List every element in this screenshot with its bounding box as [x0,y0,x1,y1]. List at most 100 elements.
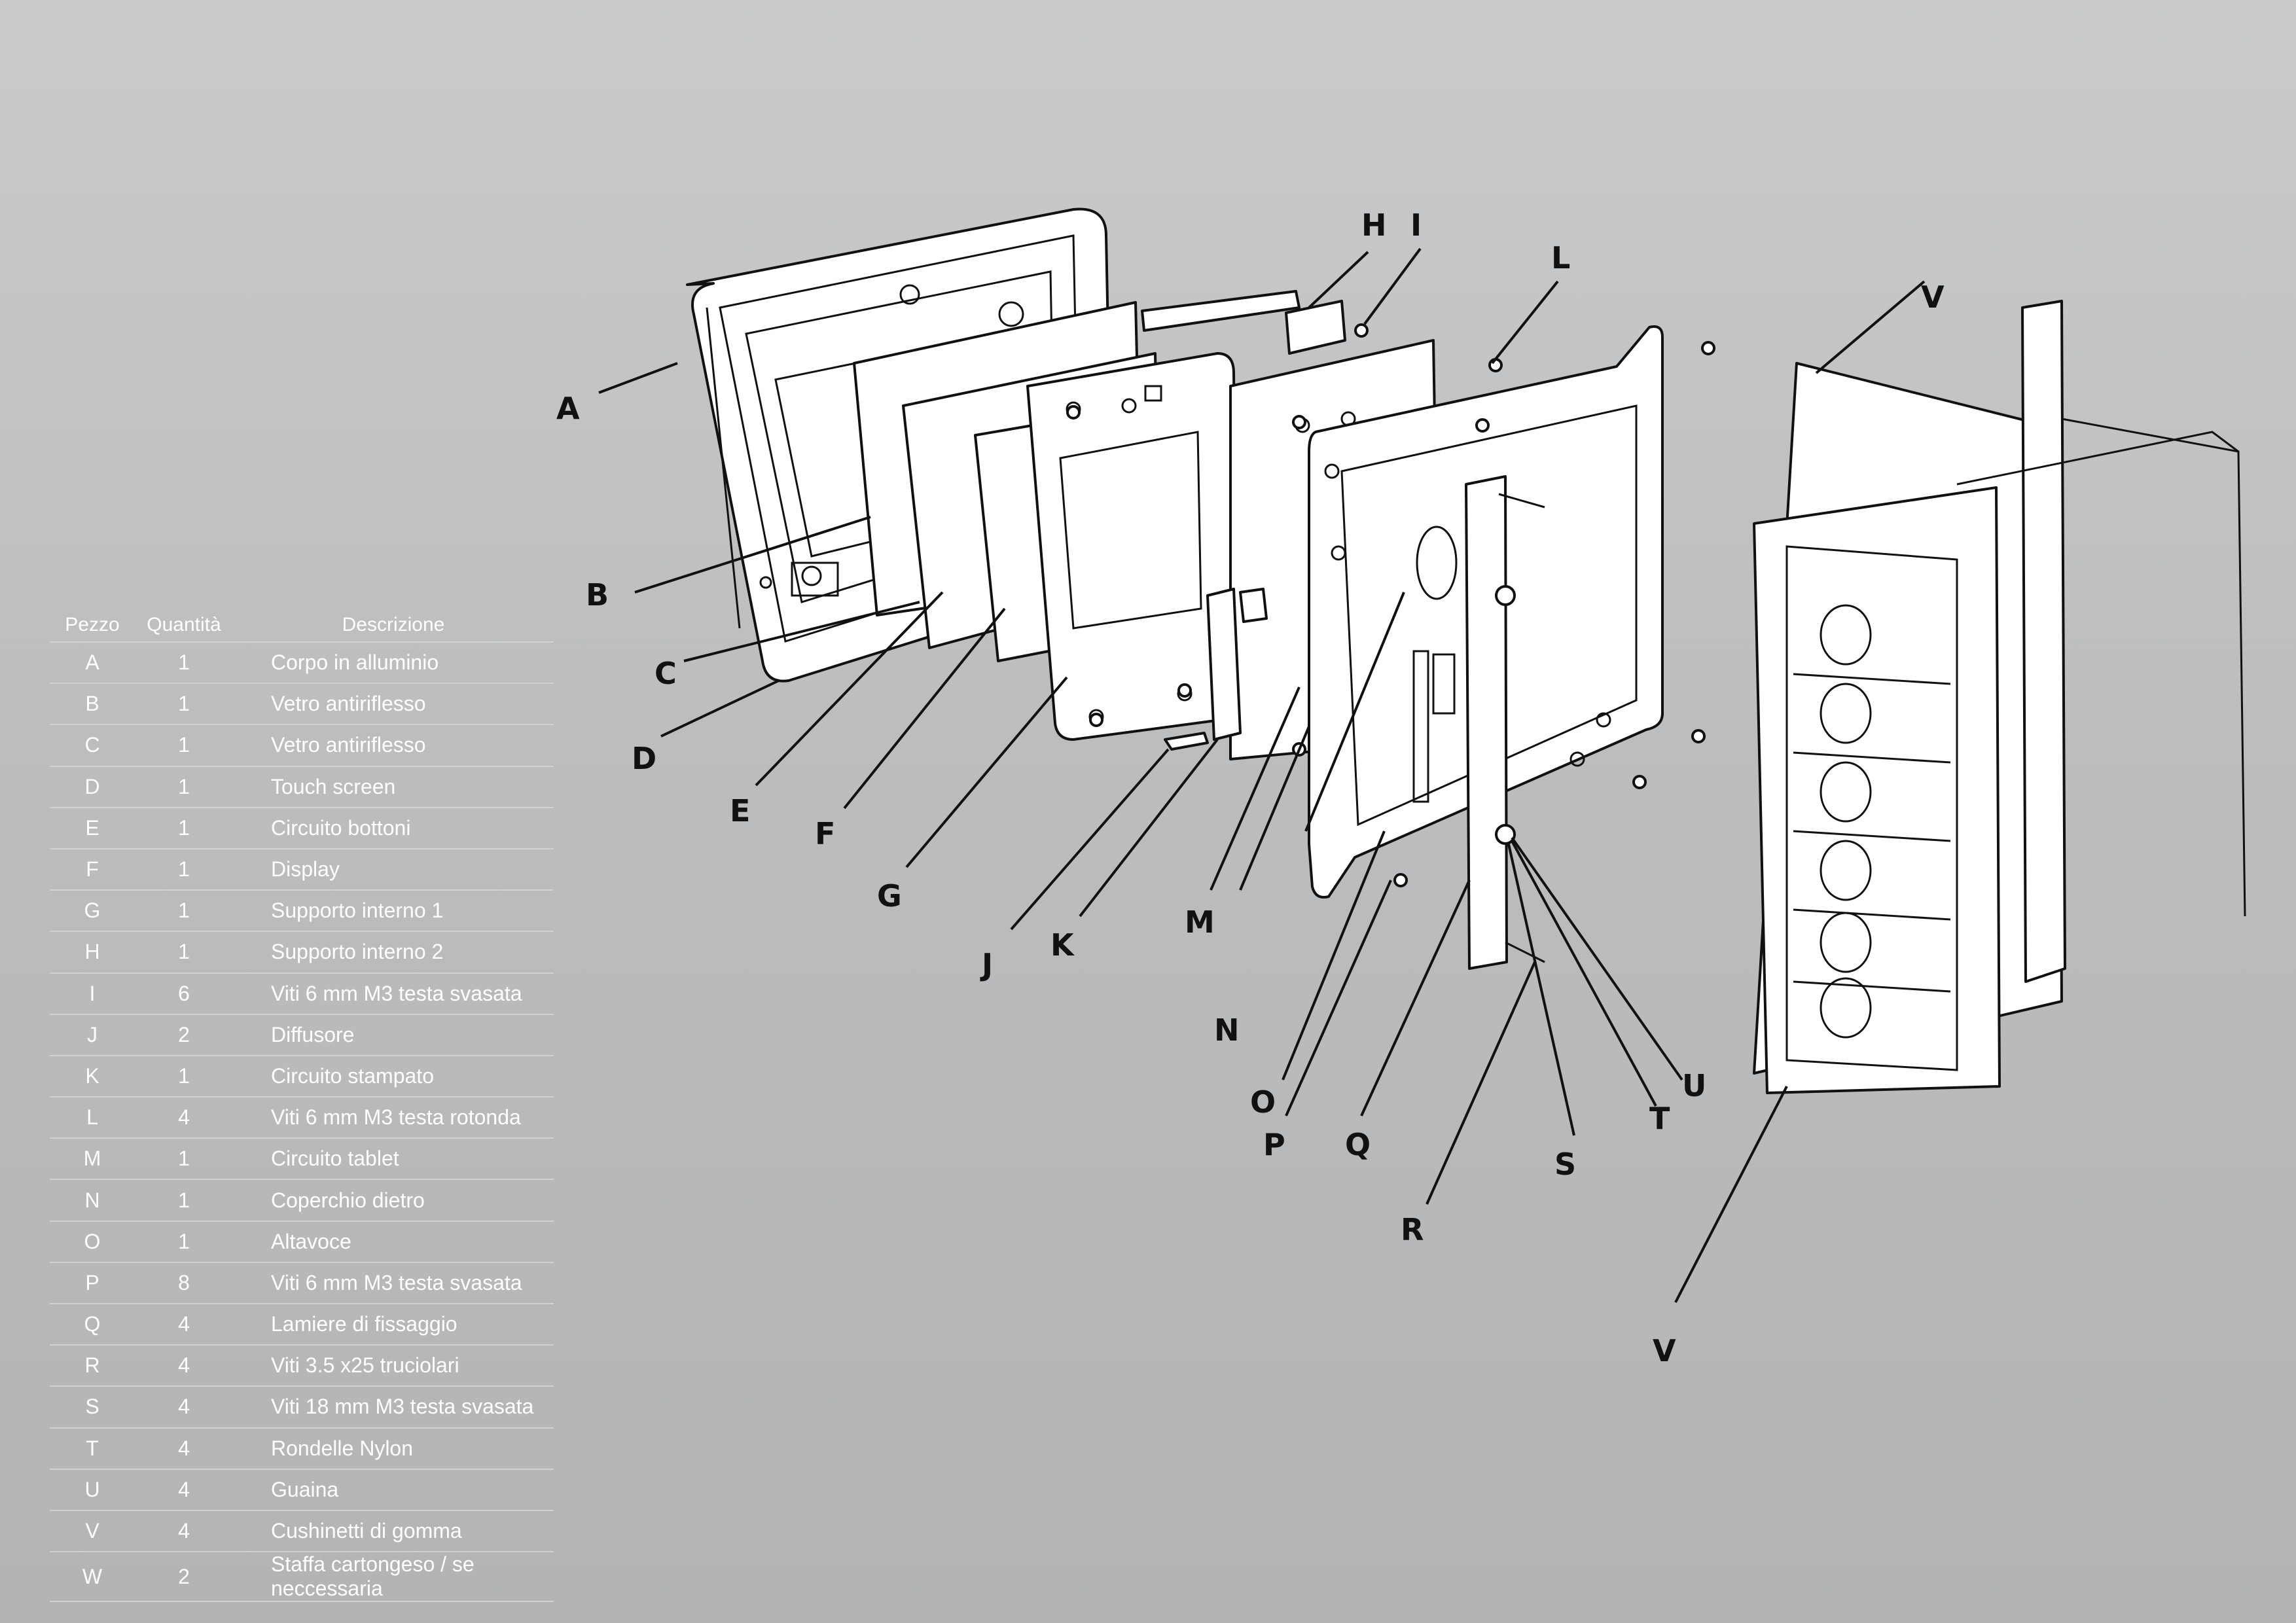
cell-quantity: 1 [135,890,233,933]
cell-description: Rondelle Nylon [233,1427,554,1470]
cell-piece: G [50,890,135,933]
callout-c: C [655,656,677,691]
cell-description: Viti 6 mm M3 testa rotonda [233,1097,554,1139]
cell-piece: D [50,766,135,808]
callout-k: K [1050,927,1075,963]
cell-piece: N [50,1179,135,1222]
cell-description: Circuito bottoni [233,807,554,849]
callout-i: I [1410,207,1422,243]
callout-labels: A B C D E F G H I J K L M N O P Q R S T … [556,207,1945,1368]
cell-piece: U [50,1469,135,1511]
cell-quantity: 4 [135,1510,233,1553]
callout-p: P [1263,1127,1285,1162]
callout-s: S [1554,1147,1576,1182]
cell-piece: S [50,1386,135,1429]
cell-piece: F [50,848,135,891]
header-piece: Pezzo [50,609,135,643]
callout-d: D [632,741,656,776]
callout-m: M [1185,904,1215,940]
cell-piece: C [50,724,135,767]
callout-j: J [980,947,993,982]
cell-piece: T [50,1427,135,1470]
cell-description: Supporto interno 2 [233,931,554,974]
cell-description: Viti 6 mm M3 testa svasata [233,1262,554,1305]
cell-description: Circuito tablet [233,1138,554,1181]
cell-quantity: 1 [135,1179,233,1222]
part-q-fixing-plate [1465,475,1545,970]
cell-piece: P [50,1262,135,1305]
cell-description: Lamiere di fissaggio [233,1304,554,1346]
cell-piece: O [50,1221,135,1263]
cell-quantity: 4 [135,1304,233,1346]
cell-piece: H [50,931,135,974]
cell-description: Supporto interno 1 [233,890,554,933]
cell-quantity: 4 [135,1469,233,1511]
cell-piece: L [50,1097,135,1139]
callout-a: A [556,391,580,426]
cell-piece: A [50,642,135,685]
cell-piece: K [50,1055,135,1098]
callout-t: T [1649,1101,1670,1136]
callout-f: F [815,816,835,851]
cell-description: Altavoce [233,1221,554,1263]
cell-description: Coperchio dietro [233,1179,554,1222]
cell-piece: B [50,683,135,726]
part-f-display [1141,290,1300,332]
cell-quantity: 1 [135,642,233,685]
cell-description: Viti 3.5 x25 truciolari [233,1345,554,1387]
cell-quantity: 1 [135,683,233,726]
part-k-circuit-board [1164,588,1268,751]
cell-quantity: 1 [135,931,233,974]
cell-quantity: 6 [135,972,233,1015]
cell-quantity: 2 [135,1014,233,1056]
callout-l: L [1551,240,1570,276]
cell-quantity: 4 [135,1386,233,1429]
cell-piece: M [50,1138,135,1181]
cell-description: Vetro antiriflesso [233,683,554,726]
callout-b: B [586,577,609,613]
cell-quantity: 1 [135,1138,233,1181]
cell-piece: E [50,807,135,849]
cell-description: Staffa cartongeso / se neccessaria [233,1552,554,1603]
callout-q: Q [1345,1127,1371,1162]
callout-n: N [1214,1012,1240,1048]
cell-quantity: 1 [135,1055,233,1098]
callout-g: G [877,878,902,914]
cell-quantity: 1 [135,848,233,891]
cell-quantity: 1 [135,807,233,849]
header-description: Descrizione [233,609,554,643]
cell-piece: R [50,1345,135,1387]
callout-u: U [1682,1068,1706,1103]
callout-r: R [1401,1212,1424,1247]
cell-piece: W [50,1552,135,1603]
cell-quantity: 1 [135,1221,233,1263]
part-g-internal-support-1 [1026,352,1238,741]
cell-description: Viti 6 mm M3 testa svasata [233,972,554,1015]
cell-description: Cushinetti di gomma [233,1510,554,1553]
leader-lines [598,247,1926,1303]
cell-description: Diffusore [233,1014,554,1056]
cell-piece: V [50,1510,135,1553]
